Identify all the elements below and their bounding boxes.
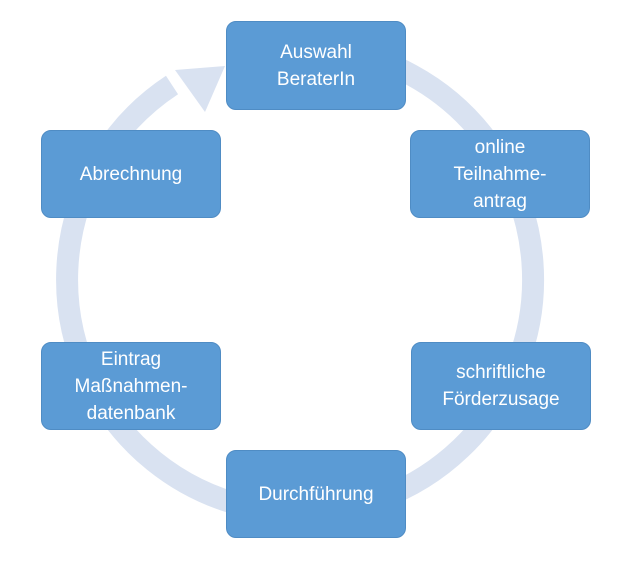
step-label: Abrechnung [79,163,183,185]
step-eintrag-massnahmendatenbank: Eintrag Maßnahmen- datenbank [41,342,221,430]
cycle-arrowhead [175,66,225,112]
step-durchfuehrung: Durchführung [226,450,406,538]
step-label: Eintrag Maßnahmen- datenbank [74,348,188,424]
step-label: Auswahl BeraterIn [276,41,356,90]
step-auswahl-beraterin: Auswahl BeraterIn [226,21,406,110]
step-label: online Teilnahme- antrag [453,136,547,212]
cycle-ring-arc [56,36,545,524]
step-online-teilnahmeantrag: online Teilnahme- antrag [410,130,590,218]
step-label: Durchführung [258,483,374,505]
step-abrechnung: Abrechnung [41,130,221,218]
step-schriftliche-foerderzusage: schriftliche Förderzusage [411,342,591,430]
step-label: schriftliche Förderzusage [442,362,560,410]
